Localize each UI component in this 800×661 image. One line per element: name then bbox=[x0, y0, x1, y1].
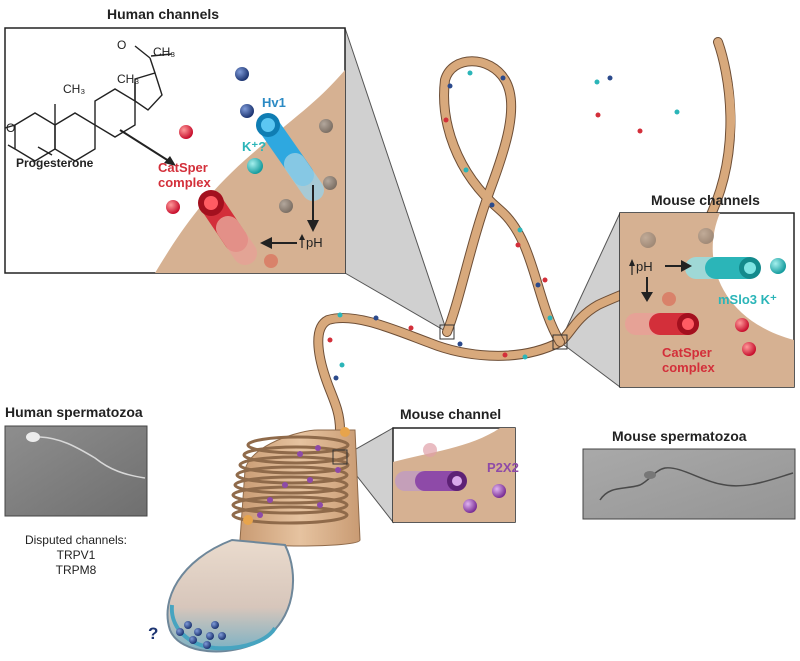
ph-human-label: pH bbox=[306, 235, 323, 250]
catsper-channel-mouse bbox=[625, 313, 699, 335]
catsper-complex-human-label: CatSper complex bbox=[158, 160, 211, 190]
hv1-label: Hv1 bbox=[262, 95, 286, 110]
head-question-mark: ? bbox=[148, 624, 159, 643]
mouse-spermatozoa-photo bbox=[582, 448, 796, 520]
mouse-channels-panel bbox=[619, 212, 795, 388]
mouse-channel-p2x2-panel bbox=[392, 427, 516, 523]
disputed-heading: Disputed channels: bbox=[24, 533, 128, 547]
title-mouse-spermatozoa: Mouse spermatozoa bbox=[612, 428, 747, 444]
progesterone-label: Progesterone bbox=[16, 156, 94, 170]
k-question-label: K⁺? bbox=[242, 139, 267, 154]
sperm-head bbox=[166, 538, 295, 653]
catsper-channel-human bbox=[198, 190, 257, 265]
title-human-channels: Human channels bbox=[107, 6, 220, 22]
mslo3-label: mSlo3 K⁺ bbox=[718, 292, 777, 307]
human-spermatozoa-photo bbox=[4, 425, 148, 517]
disputed-item-trpm8: TRPM8 bbox=[55, 563, 97, 577]
mslo3-channel bbox=[685, 257, 761, 279]
tail-ions bbox=[327, 70, 680, 381]
title-human-spermatozoa: Human spermatozoa bbox=[5, 404, 143, 420]
progesterone-structure bbox=[4, 45, 173, 162]
ch3-ring-b-label: CH₃ bbox=[117, 72, 140, 86]
ch3-ring-a-label: CH₃ bbox=[63, 82, 86, 96]
sperm-midpiece bbox=[231, 427, 361, 547]
ch3-top-label: CH₃ bbox=[153, 45, 176, 59]
oxygen-top-label: O bbox=[117, 38, 127, 52]
oxygen-ring-label: O bbox=[6, 121, 16, 135]
disputed-channels-block: Disputed channels: TRPV1 TRPM8 bbox=[5, 533, 147, 578]
disputed-item-trpv1: TRPV1 bbox=[56, 548, 96, 562]
p2x2-label: P2X2 bbox=[487, 460, 519, 475]
title-mouse-channels: Mouse channels bbox=[651, 192, 760, 208]
ph-mouse-label: pH bbox=[636, 259, 653, 274]
hv1-channel bbox=[256, 113, 324, 201]
title-mouse-channel: Mouse channel bbox=[400, 406, 502, 422]
catsper-complex-mouse-label: CatSper complex bbox=[662, 345, 715, 375]
human-channels-panel bbox=[4, 27, 346, 274]
zoom-cone-human bbox=[344, 27, 448, 334]
